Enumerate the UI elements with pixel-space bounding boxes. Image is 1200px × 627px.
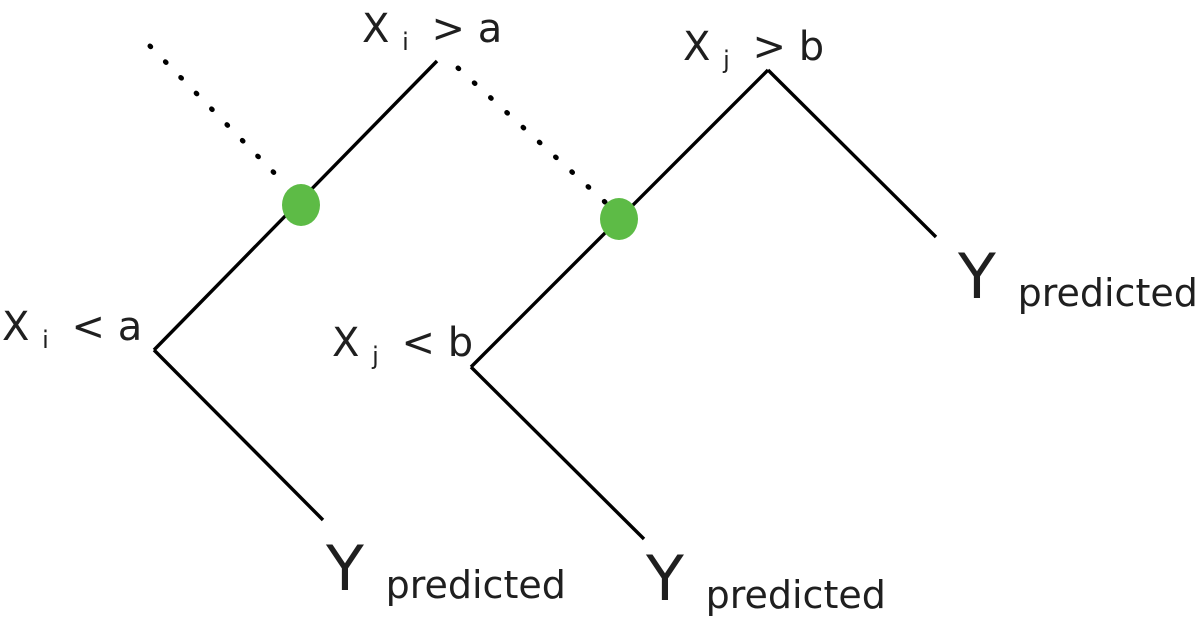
label-xi-less-a-index: i xyxy=(42,326,49,354)
branch-right-lower xyxy=(469,365,646,541)
label-xj-greater-b: X j > b xyxy=(683,24,824,78)
label-xi-greater-a: X i > a xyxy=(362,6,502,60)
label-xi-less-a: X i < a xyxy=(2,304,142,358)
leaf-y-predicted-left-subscript: predicted xyxy=(386,563,566,607)
label-xj-less-b-relation: < b xyxy=(402,320,474,366)
label-xj-greater-b-index: j xyxy=(722,46,730,74)
label-xj-greater-b-var: X xyxy=(683,24,710,70)
label-xi-greater-a-relation: > a xyxy=(432,6,503,52)
split-nodes xyxy=(282,184,638,240)
label-xj-less-b-index: j xyxy=(371,342,379,370)
branch-left-lower xyxy=(152,348,325,522)
label-xi-less-a-var: X xyxy=(2,304,29,350)
split-node-primary xyxy=(282,184,320,226)
dotted-line-left xyxy=(147,43,289,188)
label-xi-less-a-relation: < a xyxy=(72,304,143,350)
leaf-y-predicted-middle: Y predicted xyxy=(645,542,886,617)
split-node-secondary xyxy=(600,198,638,240)
label-xj-less-b: X j < b xyxy=(332,320,473,374)
leaf-y-predicted-right-subscript: predicted xyxy=(1018,271,1198,315)
branch-right-leaf xyxy=(766,68,938,239)
leaf-y-predicted-middle-subscript: predicted xyxy=(706,573,886,617)
leaf-y-predicted-right-symbol: Y xyxy=(957,240,996,313)
leaf-y-predicted-middle-symbol: Y xyxy=(645,542,684,615)
label-xj-less-b-var: X xyxy=(332,320,359,366)
leaf-y-predicted-right: Y predicted xyxy=(957,240,1198,315)
label-xi-greater-a-index: i xyxy=(402,28,409,56)
label-xj-greater-b-relation: > b xyxy=(753,24,825,70)
label-xi-greater-a-var: X xyxy=(362,6,389,52)
leaf-y-predicted-left-symbol: Y xyxy=(325,532,364,605)
leaf-y-predicted-left: Y predicted xyxy=(325,532,566,607)
dotted-line-right xyxy=(455,65,609,206)
dotted-connectors xyxy=(147,43,609,206)
tree-branches xyxy=(152,59,938,541)
